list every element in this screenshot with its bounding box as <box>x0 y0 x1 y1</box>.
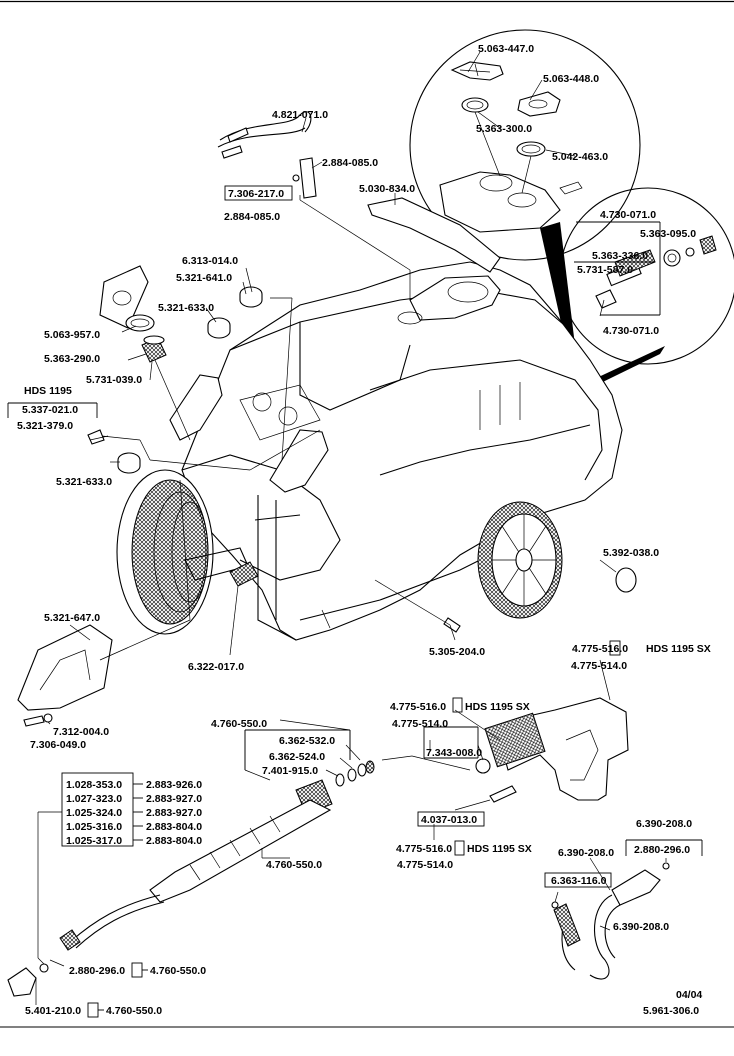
label-hds1195: HDS 1195 <box>24 385 72 397</box>
label-4775514-c: 4.775-514.0 <box>397 859 453 871</box>
label-hds1195sx-b: HDS 1195 SX <box>465 701 530 713</box>
label-4730071-top: 4.730-071.0 <box>600 209 656 221</box>
label-4775516-c: 4.775-516.0 <box>396 843 452 855</box>
label-6390208-a: 6.390-208.0 <box>636 818 692 830</box>
part-labels: 5.063-447.0 5.063-448.0 5.363-300.0 5.04… <box>17 43 711 1017</box>
label-5042463: 5.042-463.0 <box>552 151 608 163</box>
label-4730071-bottom: 4.730-071.0 <box>603 325 659 337</box>
cable-harness <box>217 111 317 199</box>
cover-5030834 <box>367 197 501 273</box>
label-6390208-b: 6.390-208.0 <box>558 847 614 859</box>
label-5731587: 5.731-587.0 <box>577 264 633 276</box>
label-4775516-b: 4.775-516.0 <box>390 701 446 713</box>
label-7306217: 7.306-217.0 <box>228 188 284 200</box>
label-4775514-a: 4.775-514.0 <box>571 660 627 672</box>
label-5363095: 5.363-095.0 <box>640 228 696 240</box>
label-4760550-d: 4.760-550.0 <box>106 1005 162 1017</box>
spray-lance <box>7 779 333 997</box>
label-2883927-a: 2.883-927.0 <box>146 793 202 805</box>
connector-part <box>229 561 259 587</box>
label-5063957: 5.063-957.0 <box>44 329 100 341</box>
label-4760550-b: 4.760-550.0 <box>266 859 322 871</box>
label-2880296-b: 2.880-296.0 <box>69 965 125 977</box>
left-small-parts <box>87 265 263 474</box>
seal-rings <box>335 760 375 787</box>
detail-circle-right <box>559 187 734 365</box>
wheel <box>477 501 563 619</box>
label-7401915: 7.401-915.0 <box>262 765 318 777</box>
label-1025316: 1.025-316.0 <box>66 821 122 833</box>
label-2883927-b: 2.883-927.0 <box>146 807 202 819</box>
label-5321647: 5.321-647.0 <box>44 612 100 624</box>
label-6363116: 6.363-116.0 <box>551 875 607 887</box>
label-5063447: 5.063-447.0 <box>478 43 534 55</box>
footer-date: 04/04 <box>676 989 702 1001</box>
label-6362524: 6.362-524.0 <box>269 751 325 763</box>
detail-circle-top <box>409 29 641 261</box>
label-4037013: 4.037-013.0 <box>421 814 477 826</box>
screw-left <box>23 715 45 727</box>
label-2880296-a: 2.880-296.0 <box>634 844 690 856</box>
spray-gun <box>475 697 629 803</box>
label-frames <box>7 185 703 1018</box>
label-5363336: 5.363-336.0 <box>592 250 648 262</box>
label-6362532: 6.362-532.0 <box>279 735 335 747</box>
label-2883804-a: 2.883-804.0 <box>146 821 202 833</box>
angle-connector <box>551 862 670 980</box>
label-5321379: 5.321-379.0 <box>17 420 73 432</box>
label-5321641: 5.321-641.0 <box>176 272 232 284</box>
label-4760550-a: 4.760-550.0 <box>211 718 267 730</box>
label-4821071: 4.821-071.0 <box>272 109 328 121</box>
label-2884085-bottom: 2.884-085.0 <box>224 211 280 223</box>
label-5337021: 5.337-021.0 <box>22 404 78 416</box>
label-2883926: 2.883-926.0 <box>146 779 202 791</box>
label-5063448: 5.063-448.0 <box>543 73 599 85</box>
label-5321633-top: 5.321-633.0 <box>158 302 214 314</box>
label-5321633-bottom: 5.321-633.0 <box>56 476 112 488</box>
label-6313014: 6.313-014.0 <box>182 255 238 267</box>
label-7343008: 7.343-008.0 <box>426 747 482 759</box>
label-1025324: 1.025-324.0 <box>66 807 122 819</box>
label-2883804-b: 2.883-804.0 <box>146 835 202 847</box>
label-1028353: 1.028-353.0 <box>66 779 122 791</box>
label-5401210: 5.401-210.0 <box>25 1005 81 1017</box>
label-6322017: 6.322-017.0 <box>188 661 244 673</box>
label-7312004: 7.312-004.0 <box>53 726 109 738</box>
label-1025317: 1.025-317.0 <box>66 835 122 847</box>
label-6390208-c: 6.390-208.0 <box>613 921 669 933</box>
label-5030834: 5.030-834.0 <box>359 183 415 195</box>
footer-docno: 5.961-306.0 <box>643 1005 699 1017</box>
label-hds1195sx-a: HDS 1195 SX <box>646 643 711 655</box>
cap-part <box>615 567 637 593</box>
label-1027323: 1.027-323.0 <box>66 793 122 805</box>
label-4775514-b: 4.775-514.0 <box>392 718 448 730</box>
label-5392038: 5.392-038.0 <box>603 547 659 559</box>
hose-reel <box>116 469 249 635</box>
label-5363290: 5.363-290.0 <box>44 353 100 365</box>
label-4760550-c: 4.760-550.0 <box>150 965 206 977</box>
label-2884085-top: 2.884-085.0 <box>322 157 378 169</box>
label-5305204: 5.305-204.0 <box>429 646 485 658</box>
label-5363300: 5.363-300.0 <box>476 123 532 135</box>
cover-part <box>17 624 113 711</box>
label-7306049: 7.306-049.0 <box>30 739 86 751</box>
label-5731039: 5.731-039.0 <box>86 374 142 386</box>
label-4775516-a: 4.775-516.0 <box>572 643 628 655</box>
label-hds1195sx-c: HDS 1195 SX <box>467 843 532 855</box>
